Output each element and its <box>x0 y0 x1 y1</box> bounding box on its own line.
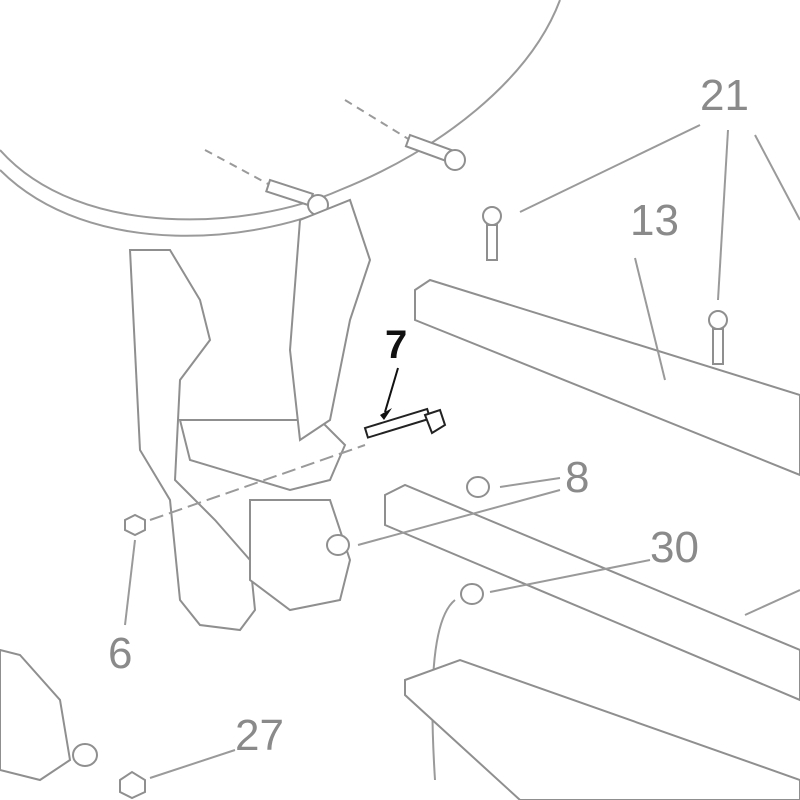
screw-top-1 <box>344 99 466 171</box>
nut-6 <box>124 513 146 537</box>
rail-13 <box>414 278 800 477</box>
grommet-30 <box>460 583 484 605</box>
screw-21-b <box>708 310 728 365</box>
screw-top-2 <box>204 149 329 216</box>
bushing-8-a <box>466 476 490 498</box>
bolt-7 <box>149 367 447 521</box>
wheel-outline <box>0 0 561 221</box>
grill-panel <box>404 658 800 800</box>
rail-lower <box>384 483 800 702</box>
callout-27: 27 <box>235 711 284 760</box>
callout-8: 8 <box>565 453 589 502</box>
callout-21: 21 <box>700 71 749 120</box>
lower-left-assembly <box>0 648 72 782</box>
callout-7: 7 <box>385 323 407 367</box>
washer-27 <box>72 743 98 767</box>
callout-13: 13 <box>630 196 679 245</box>
hinge-arm <box>178 419 347 492</box>
cable <box>431 599 456 781</box>
bushing-8-b <box>326 534 350 556</box>
screw-21-a <box>482 206 502 261</box>
wheel-inner-outline <box>0 169 351 237</box>
callout-30: 30 <box>650 523 699 572</box>
bracket-frame <box>288 198 372 442</box>
nut-27 <box>119 770 146 800</box>
bracket-lower <box>249 499 352 612</box>
callout-6: 6 <box>108 629 132 678</box>
